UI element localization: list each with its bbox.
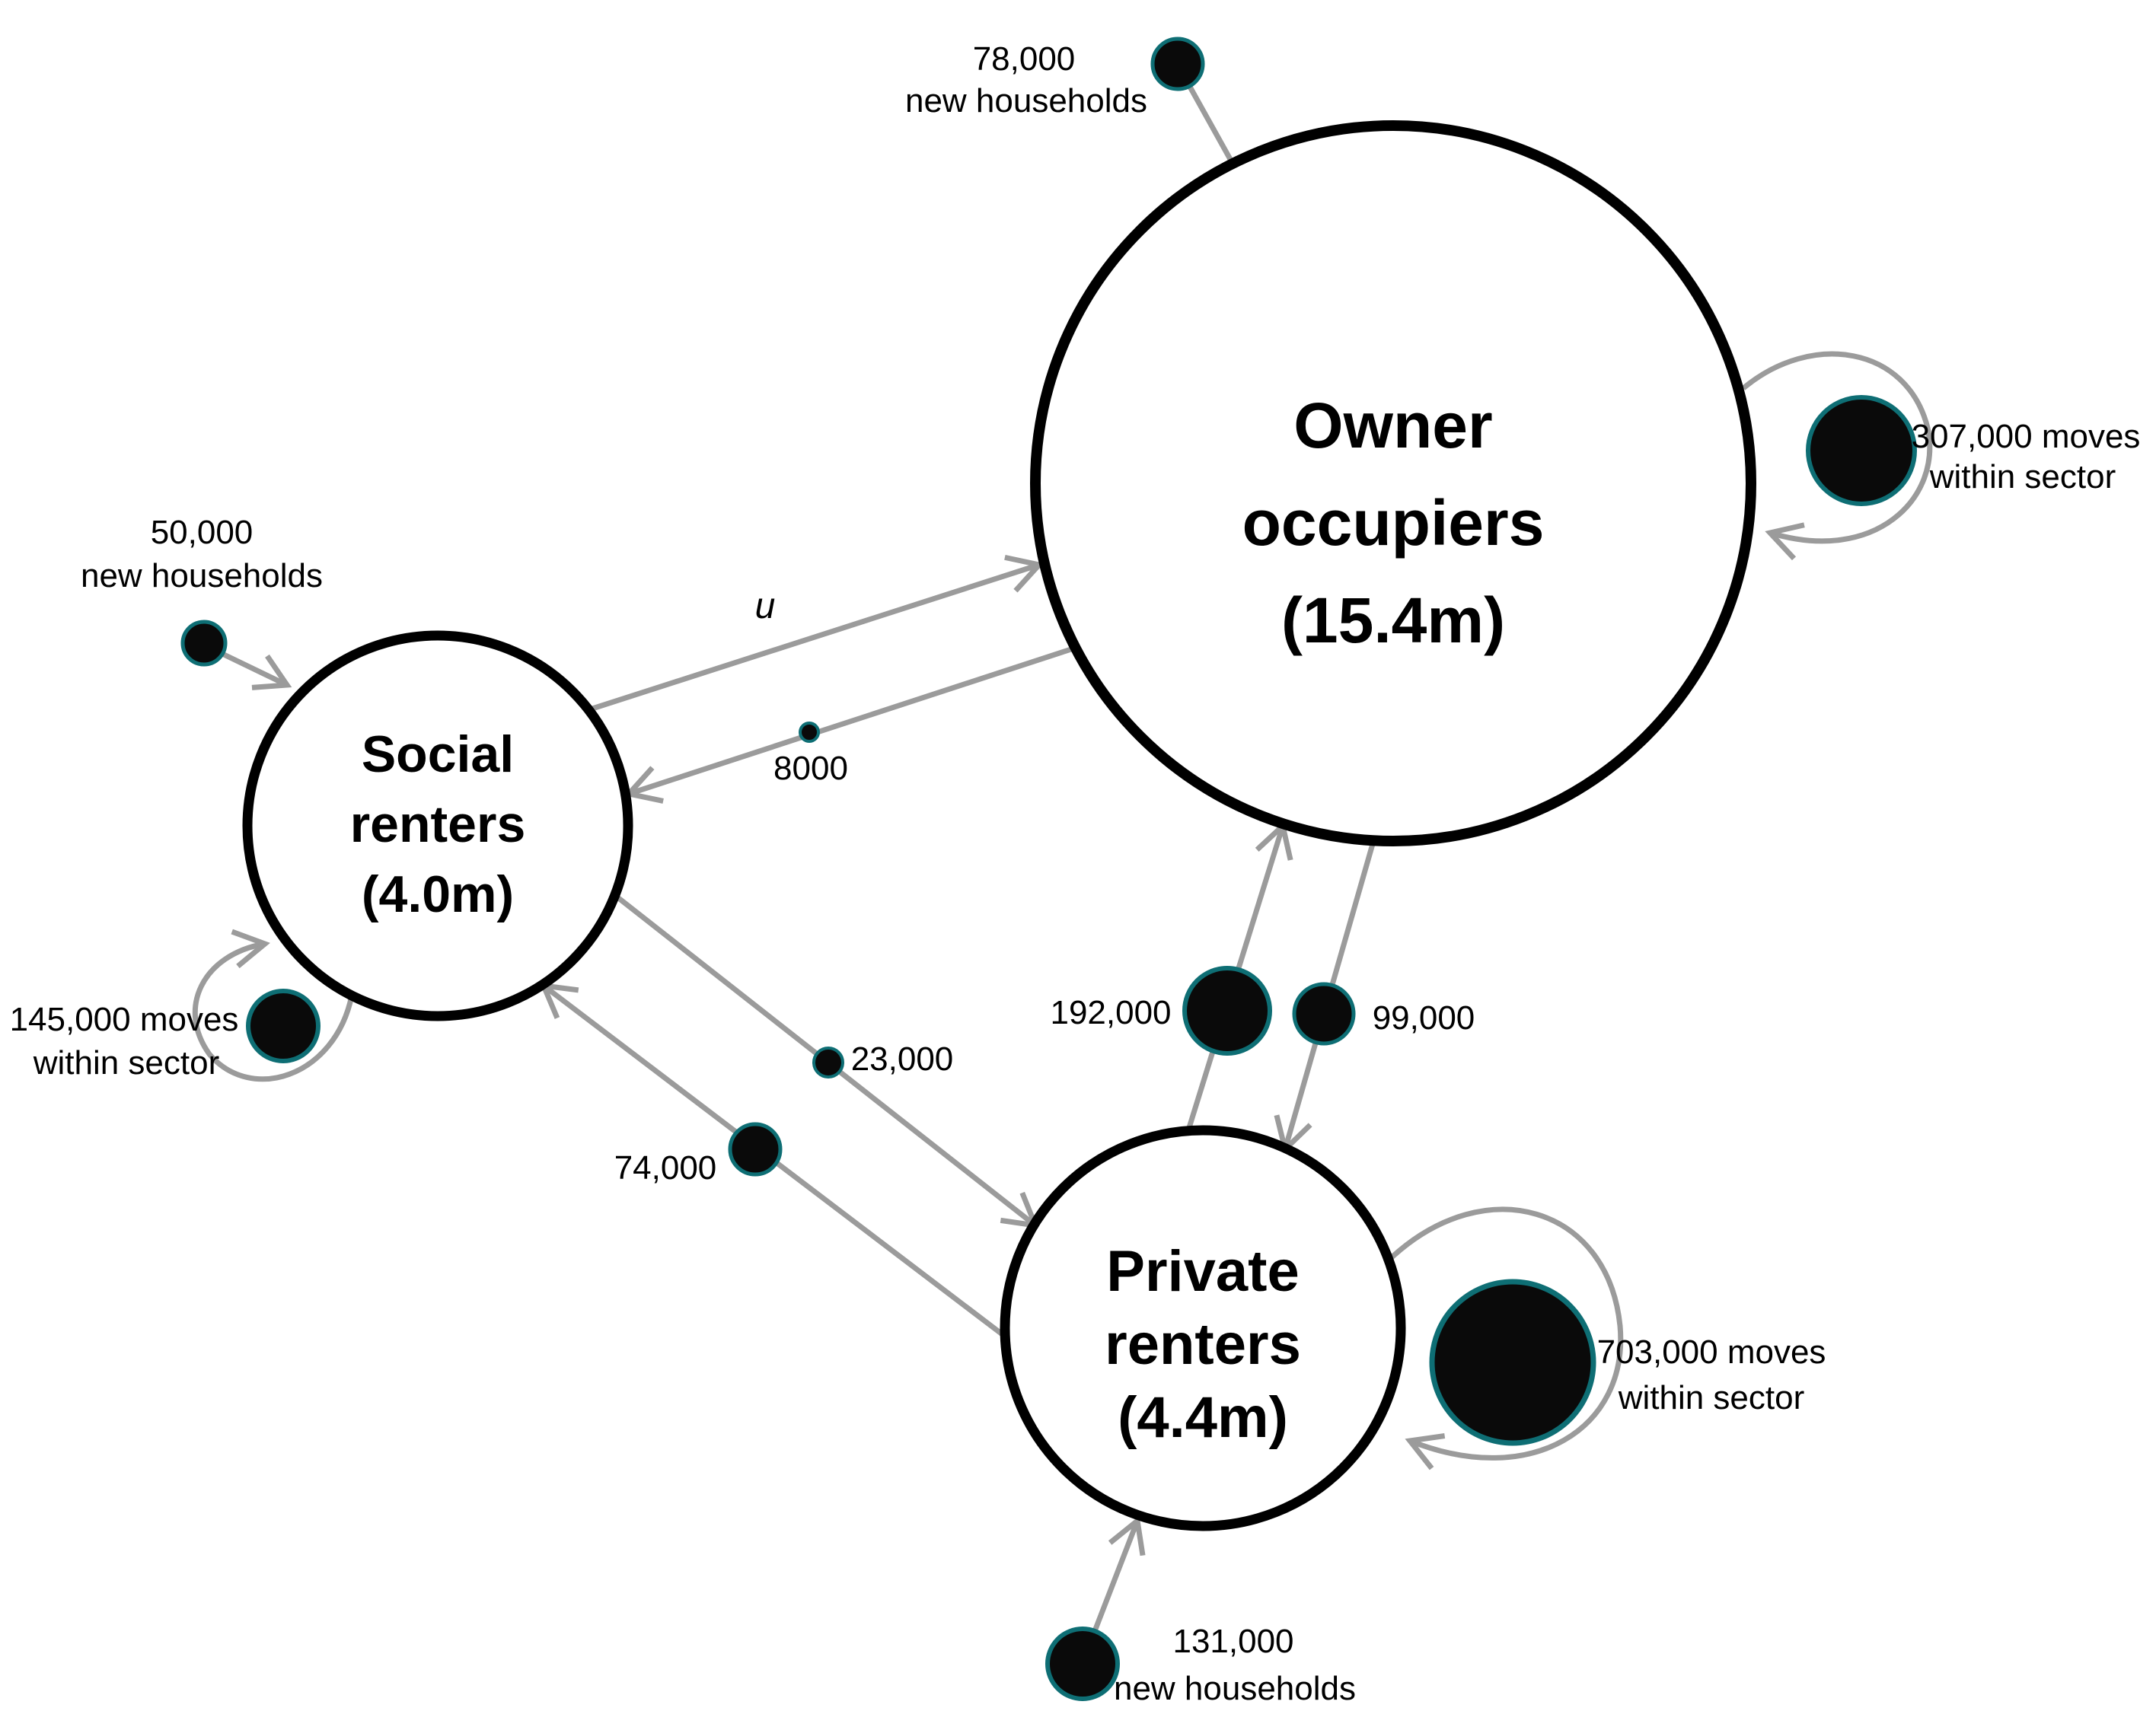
moves-within-social-value: 145,000 moves (10, 1001, 239, 1038)
private-label-line2: renters (1105, 1312, 1301, 1377)
new-households-social-value: 50,000 (151, 514, 254, 551)
flow-dot-private-to-owner (1182, 966, 1272, 1056)
flow-label-social-to-owner: u (755, 586, 776, 626)
self-loop-owner (1741, 351, 1933, 561)
arrow-social-to-owner (588, 554, 1045, 712)
new-households-social-caption: new households (81, 557, 323, 594)
flow-label-owner-to-social: 8000 (773, 750, 848, 787)
moves-within-private-caption: within sector (1618, 1379, 1805, 1416)
flow-dot-owner-to-private (1292, 982, 1356, 1046)
owner-label-line3: (15.4m) (1281, 585, 1505, 656)
private-label-line1: Private (1106, 1239, 1300, 1304)
flow-dot-social-to-private (812, 1047, 844, 1079)
arrow-new-households-private (1092, 1515, 1146, 1633)
owner-label-line2: occupiers (1242, 487, 1545, 559)
social-label-line2: renters (350, 795, 526, 853)
social-label-line3: (4.0m) (362, 865, 514, 923)
moves-within-social-caption: within sector (33, 1044, 220, 1082)
new-households-private-caption: new households (1114, 1670, 1356, 1707)
new-households-owner-value: 78,000 (973, 40, 1076, 78)
moves-within-dot-owner (1806, 395, 1917, 506)
flow-label-private-to-social: 74,000 (614, 1149, 717, 1187)
flow-label-social-to-private: 23,000 (851, 1040, 954, 1078)
new-households-private-value: 131,000 (1172, 1623, 1293, 1660)
moves-within-private-value: 703,000 moves (1597, 1333, 1826, 1371)
flow-label-private-to-owner: 192,000 (1050, 994, 1171, 1031)
flow-dot-owner-to-social (799, 722, 820, 743)
new-households-dot-private (1045, 1627, 1120, 1701)
node-social-renters (242, 630, 633, 1021)
moves-within-owner-value: 307,000 moves (1912, 418, 2141, 455)
moves-within-dot-private (1429, 1279, 1596, 1446)
node-owner-occupiers (1030, 120, 1756, 846)
node-private-renters (1000, 1125, 1406, 1531)
flow-label-owner-to-private: 99,000 (1373, 999, 1475, 1037)
moves-within-owner-caption: within sector (1929, 458, 2116, 495)
social-label-line1: Social (362, 725, 514, 783)
private-label-line3: (4.4m) (1118, 1385, 1288, 1450)
flow-dot-private-to-social (728, 1122, 783, 1177)
arrow-new-households-social (219, 650, 292, 690)
owner-label-line1: Owner (1293, 390, 1492, 461)
self-loop-social (192, 929, 355, 1082)
new-households-dot-owner (1150, 37, 1205, 91)
arrow-owner-to-social (624, 645, 1075, 804)
new-households-dot-social (180, 620, 228, 667)
new-households-owner-caption: new households (905, 82, 1147, 119)
moves-within-dot-social (246, 989, 321, 1063)
self-loop-private (1389, 1206, 1624, 1470)
